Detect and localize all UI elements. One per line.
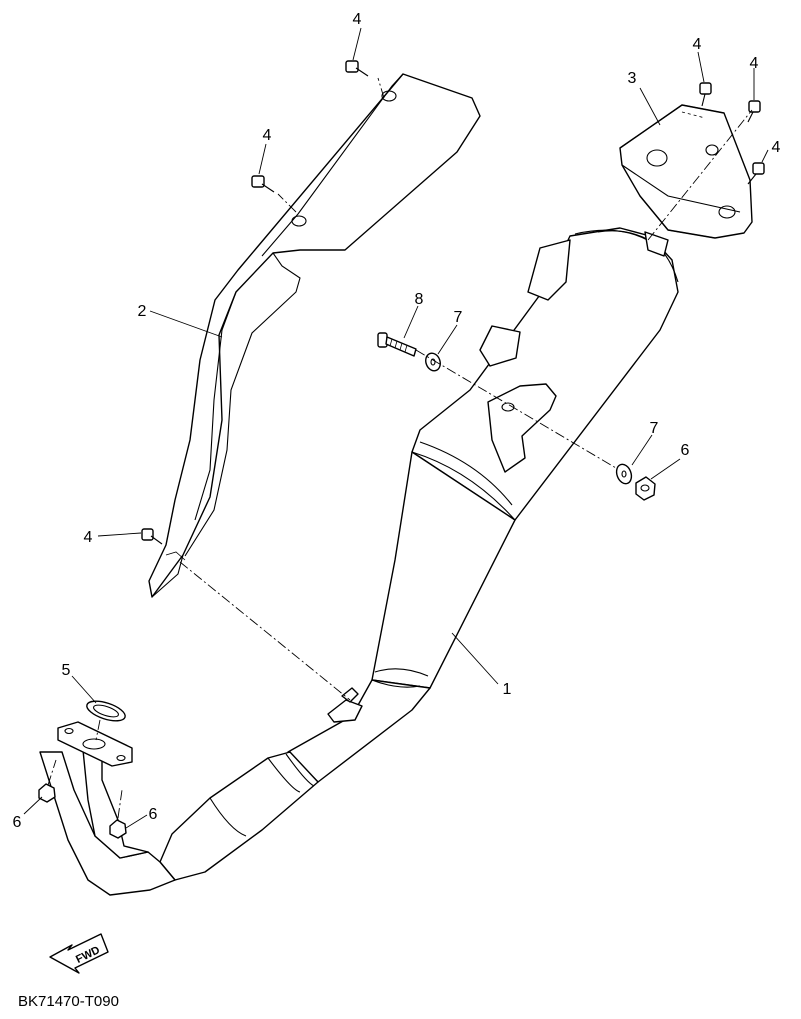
part-long-bolt	[377, 332, 417, 357]
callout-4: 4	[353, 11, 362, 28]
part-washer	[425, 352, 441, 372]
callout-2: 2	[138, 303, 147, 320]
drawing-code: BK71470-T090	[18, 993, 119, 1010]
callout-6: 6	[13, 814, 22, 831]
part-end-cap-cover	[619, 104, 753, 239]
part-nut	[635, 476, 656, 501]
callout-8: 8	[415, 291, 424, 308]
part-bolt	[345, 60, 369, 77]
part-heat-protector	[148, 73, 481, 598]
part-nut	[109, 819, 127, 839]
part-bolt	[699, 82, 712, 107]
part-muffler-assembly	[39, 227, 679, 896]
callout-4: 4	[263, 127, 272, 144]
callout-7: 7	[454, 309, 463, 326]
assembly-lines	[47, 77, 753, 819]
callout-leaders	[23, 27, 769, 829]
callout-4: 4	[693, 36, 702, 53]
callout-4: 4	[772, 139, 781, 156]
part-bolt	[747, 162, 765, 185]
part-bolt	[747, 100, 761, 123]
callout-5: 5	[62, 662, 71, 679]
part-bolt	[141, 528, 163, 545]
callout-1: 1	[503, 681, 512, 698]
callout-3: 3	[628, 70, 637, 87]
callout-6: 6	[681, 442, 690, 459]
callout-4: 4	[750, 55, 759, 72]
callout-7: 7	[650, 420, 659, 437]
part-gasket	[86, 700, 126, 722]
forward-arrow-icon: FWD	[49, 933, 109, 974]
part-nut	[38, 783, 56, 803]
part-flange-plate	[57, 721, 133, 767]
callout-6: 6	[149, 806, 158, 823]
part-washer	[615, 463, 633, 485]
callouts: 4 4 4 4 4 4 3 2 8 7 7 6 5 6 6 1	[13, 11, 781, 831]
part-bolt	[251, 175, 275, 193]
callout-4: 4	[84, 529, 93, 546]
